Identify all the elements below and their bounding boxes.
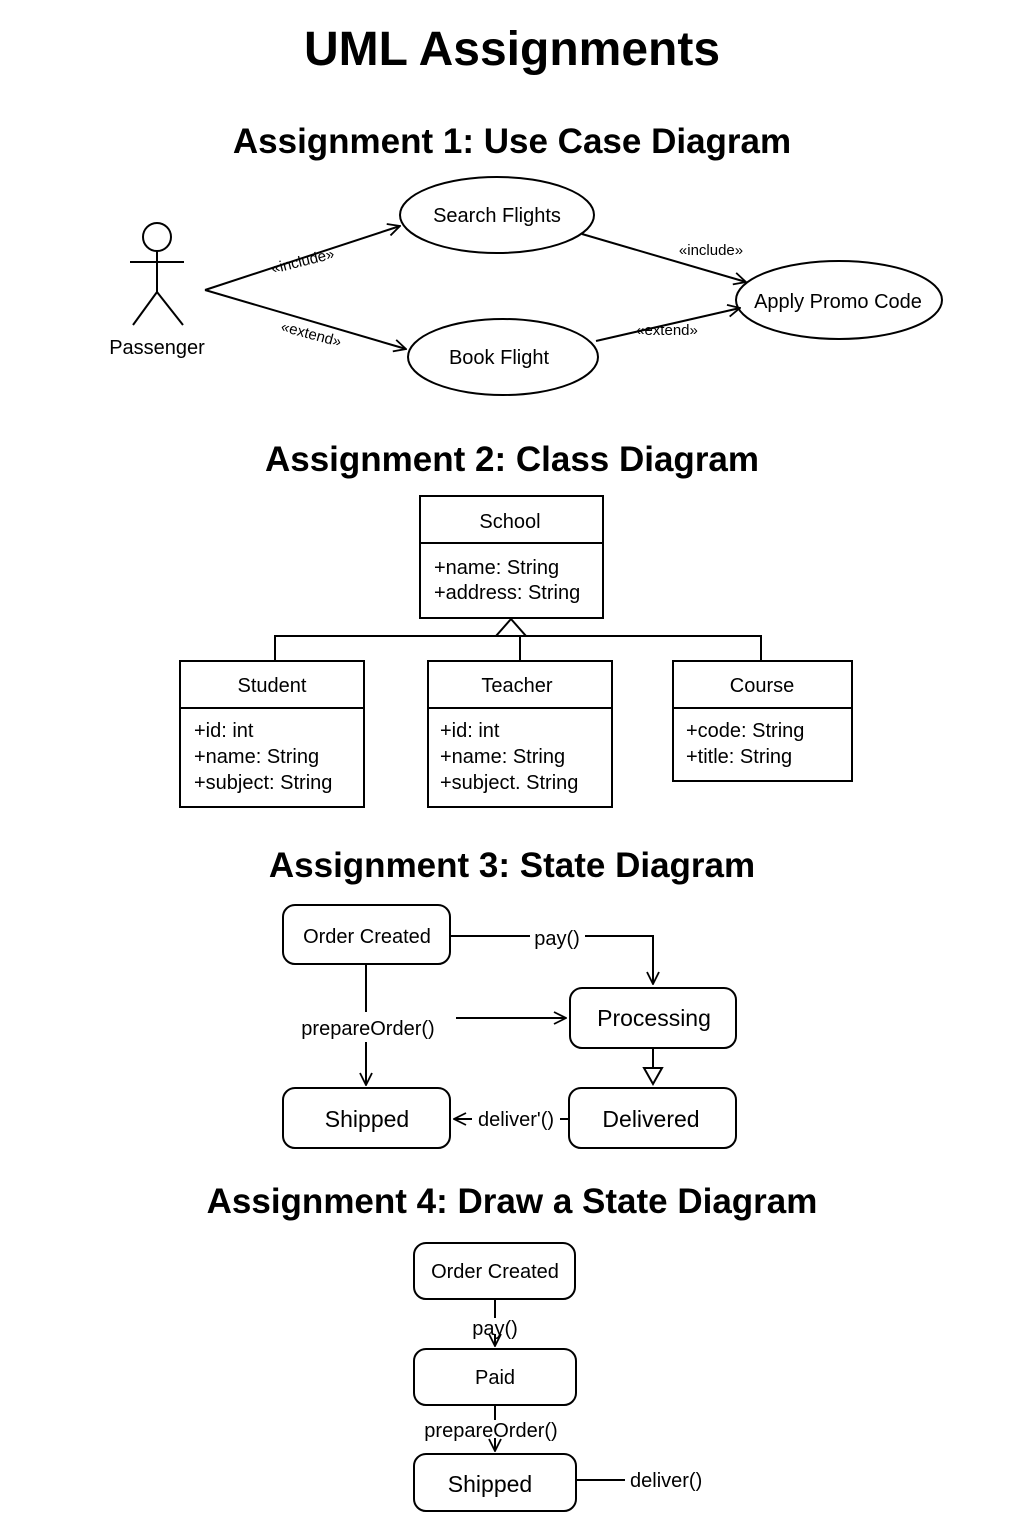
use-case-label: Book Flight xyxy=(449,347,549,369)
relation-label: «extend» xyxy=(636,322,698,339)
class-attribute: +subject: String xyxy=(194,772,332,794)
state-shipped: Shipped xyxy=(413,1453,577,1512)
class-school: School +name: String +address: String xyxy=(419,495,604,619)
section-title-1: Assignment 1: Use Case Diagram xyxy=(232,122,792,161)
class-attribute: +title: String xyxy=(686,746,792,768)
class-attribute: +code: String xyxy=(686,720,804,742)
transition-label: deliver() xyxy=(630,1470,702,1492)
class-name: Teacher xyxy=(481,675,552,697)
section-title-2: Assignment 2: Class Diagram xyxy=(264,440,760,479)
extend-arrow xyxy=(204,289,406,349)
include-arrow xyxy=(204,226,400,291)
class-course: Course +code: String +title: String xyxy=(672,660,853,782)
state-order-created: Order Created xyxy=(282,904,451,965)
class-student: Student +id: int +name: String +subject:… xyxy=(179,660,365,808)
relation-label: «extend» xyxy=(279,318,343,350)
state-label: Delivered xyxy=(602,1106,699,1132)
extend-arrow xyxy=(595,308,740,342)
class-attribute: +id: int xyxy=(440,720,500,742)
state-diagram: Order Created Processing Shipped Deliver… xyxy=(282,904,737,1149)
class-attribute: +name: String xyxy=(194,746,319,768)
class-diagram: School +name: String +address: String St… xyxy=(179,495,853,808)
relation-label: «include» xyxy=(679,242,743,259)
class-teacher: Teacher +id: int +name: String +subject.… xyxy=(427,660,613,808)
use-case-book-flight: Book Flight xyxy=(407,318,599,396)
transition-label: prepareOrder() xyxy=(424,1420,557,1442)
transition-label: deliver'() xyxy=(478,1109,554,1131)
transition-label: prepareOrder() xyxy=(301,1018,434,1040)
state-order-created: Order Created xyxy=(413,1242,576,1300)
include-arrow xyxy=(581,233,746,282)
section-title-3: Assignment 3: State Diagram xyxy=(268,846,756,885)
state-processing: Processing xyxy=(569,987,737,1049)
class-name: Student xyxy=(238,675,307,697)
class-name: Course xyxy=(730,675,794,697)
page-title: UML Assignments xyxy=(303,23,721,76)
state-label: Order Created xyxy=(431,1261,559,1283)
state-diagram-2: Order Created Paid Shipped pay() prepare… xyxy=(413,1242,702,1512)
generalization-connector xyxy=(274,617,762,660)
state-label: Order Created xyxy=(303,926,431,948)
actor-label: Passenger xyxy=(109,337,205,359)
class-attribute: +name: String xyxy=(440,746,565,768)
class-attribute: +address: String xyxy=(434,582,580,604)
use-case-label: Search Flights xyxy=(433,205,561,227)
use-case-search-flights: Search Flights xyxy=(399,176,595,254)
state-label: Paid xyxy=(475,1367,515,1389)
state-delivered: Delivered xyxy=(568,1087,737,1149)
transition-label: pay() xyxy=(472,1318,518,1340)
state-shipped: Shipped xyxy=(282,1087,451,1149)
state-label: Shipped xyxy=(325,1106,409,1132)
use-case-apply-promo-code: Apply Promo Code xyxy=(735,260,943,340)
use-case-diagram: Passenger Search Flights Book Flight App… xyxy=(109,176,943,396)
section-title-4: Assignment 4: Draw a State Diagram xyxy=(206,1182,818,1221)
state-paid: Paid xyxy=(413,1348,577,1406)
class-attribute: +subject. String xyxy=(440,772,578,794)
transition-arrow xyxy=(585,935,653,984)
transition-label: pay() xyxy=(534,928,580,950)
use-case-label: Apply Promo Code xyxy=(754,291,922,313)
state-label: Processing xyxy=(597,1005,711,1031)
passenger-actor-icon xyxy=(130,222,184,326)
class-attribute: +id: int xyxy=(194,720,254,742)
state-label: Shipped xyxy=(448,1471,532,1497)
triangle-arrowhead-icon xyxy=(642,1067,664,1087)
class-name: School xyxy=(479,511,540,533)
relation-label: «include» xyxy=(270,245,336,277)
class-attribute: +name: String xyxy=(434,557,559,579)
